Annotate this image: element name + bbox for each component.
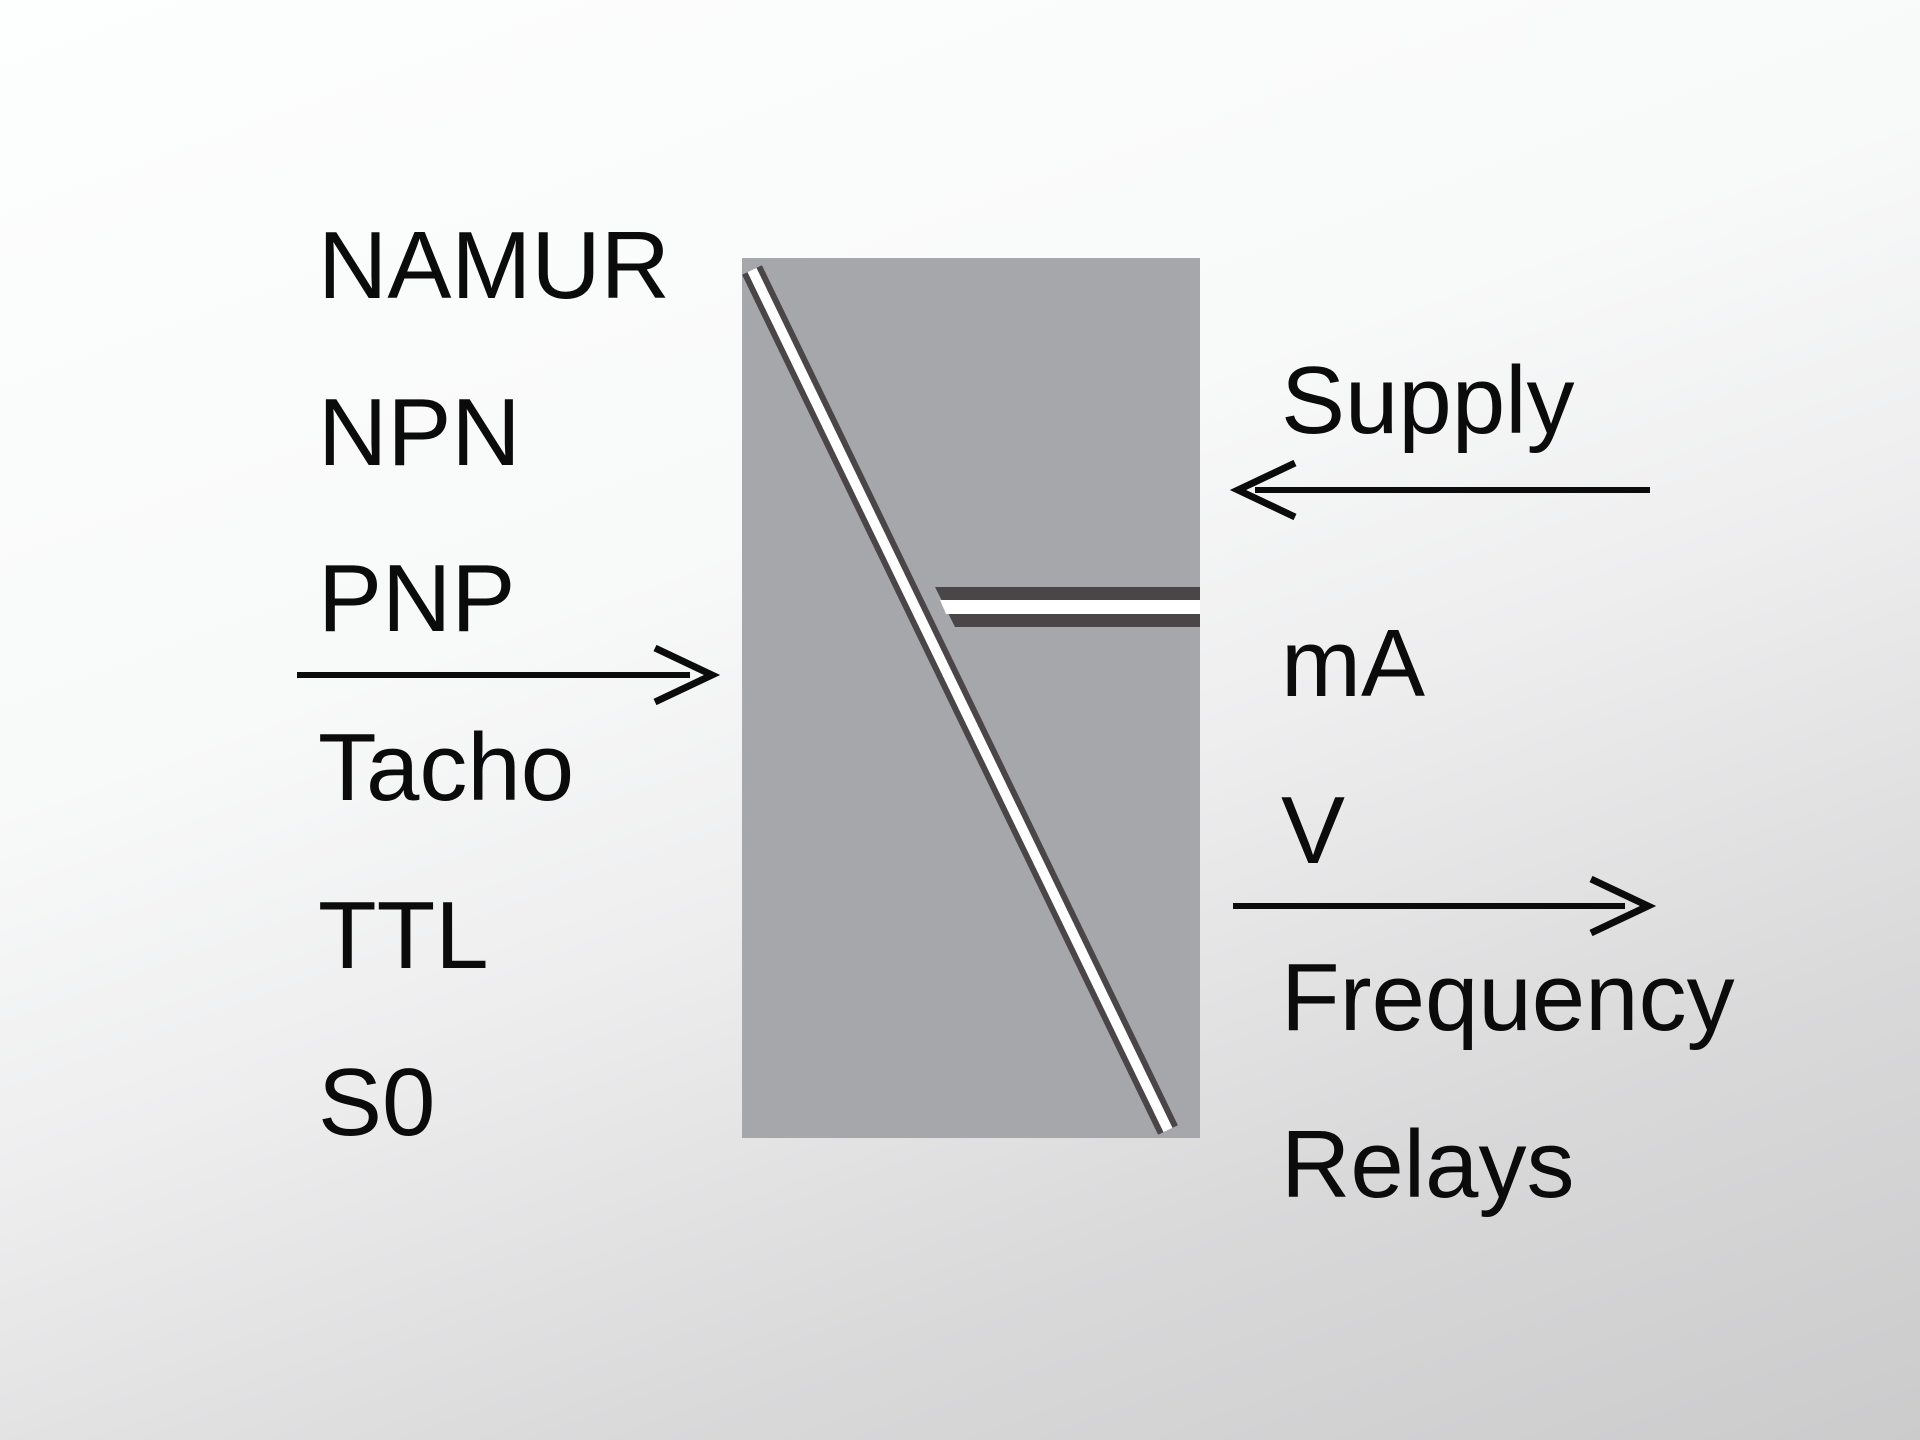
output-label-frequency: Frequency (1281, 944, 1735, 1051)
supply-separator (935, 587, 1200, 627)
input-label-ttl: TTL (318, 882, 489, 989)
input-label-pnp: PNP (318, 545, 516, 652)
diagonal-separator (742, 265, 1178, 1135)
supply-label: Supply (1281, 347, 1575, 454)
output-label-v: V (1281, 777, 1346, 884)
output-label-relays: Relays (1281, 1111, 1575, 1218)
supply-arrow (1229, 459, 1650, 521)
input-arrow (297, 644, 721, 706)
input-label-npn: NPN (318, 379, 521, 486)
input-label-s0: S0 (318, 1049, 436, 1156)
output-arrow (1233, 875, 1657, 937)
input-label-namur: NAMUR (318, 212, 670, 319)
input-label-tacho: Tacho (318, 714, 575, 821)
output-label-ma: mA (1281, 610, 1425, 717)
